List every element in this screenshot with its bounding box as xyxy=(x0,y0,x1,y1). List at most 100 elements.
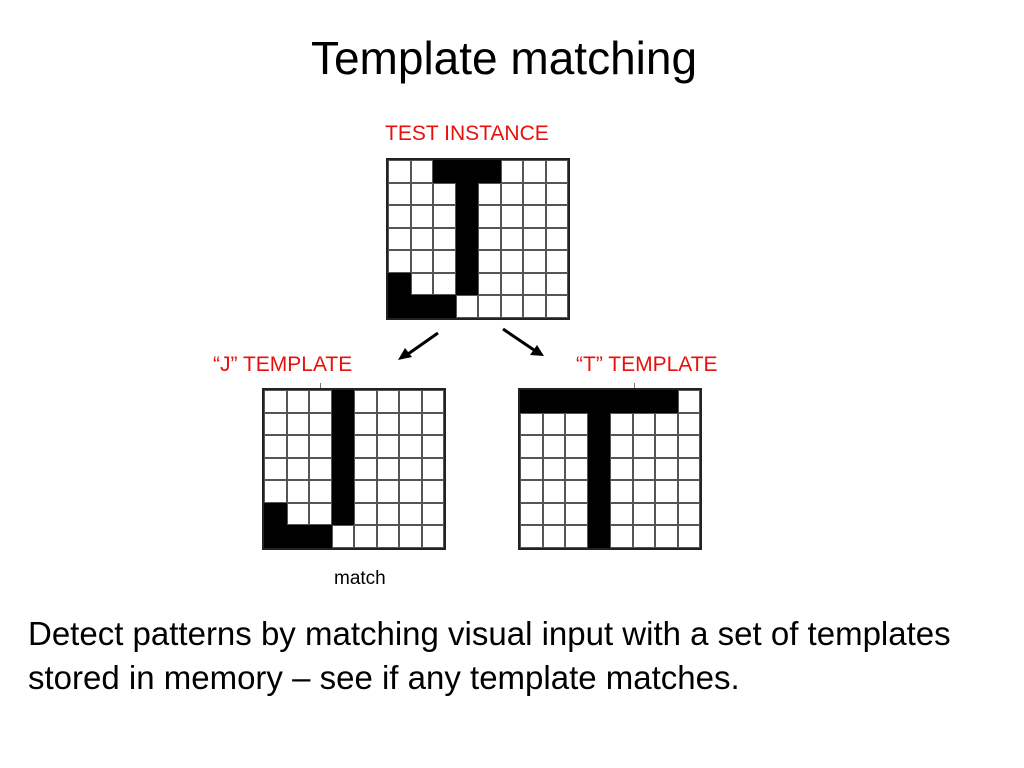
filled-cell xyxy=(587,457,610,481)
empty-cell xyxy=(632,412,655,436)
empty-cell xyxy=(478,250,501,273)
empty-cell xyxy=(433,227,456,251)
empty-cell xyxy=(478,227,501,251)
empty-cell xyxy=(500,295,523,318)
empty-cell xyxy=(388,182,411,206)
empty-cell xyxy=(376,480,399,503)
empty-cell xyxy=(421,480,444,503)
empty-cell xyxy=(478,295,501,318)
empty-cell xyxy=(677,435,700,458)
filled-cell xyxy=(587,480,610,503)
filled-cell xyxy=(331,435,354,458)
filled-cell xyxy=(655,390,678,413)
empty-cell xyxy=(399,525,422,548)
empty-cell xyxy=(376,502,399,526)
j-template-grid xyxy=(262,388,446,550)
empty-cell xyxy=(354,390,377,413)
filled-cell xyxy=(455,205,478,228)
filled-cell xyxy=(410,295,433,318)
empty-cell xyxy=(610,502,633,526)
empty-cell xyxy=(410,205,433,228)
empty-cell xyxy=(433,182,456,206)
test-instance-grid xyxy=(386,158,570,320)
empty-cell xyxy=(399,502,422,526)
t-template-tick xyxy=(634,383,635,388)
empty-cell xyxy=(520,435,543,458)
filled-cell xyxy=(478,160,501,183)
empty-cell xyxy=(677,412,700,436)
empty-cell xyxy=(565,435,588,458)
empty-cell xyxy=(309,435,332,458)
arrow-to-j-template xyxy=(407,331,439,356)
body-text: Detect patterns by matching visual input… xyxy=(28,615,951,696)
empty-cell xyxy=(478,272,501,296)
empty-cell xyxy=(309,457,332,481)
empty-cell xyxy=(399,435,422,458)
filled-cell xyxy=(433,160,456,183)
empty-cell xyxy=(455,295,478,318)
empty-cell xyxy=(677,502,700,526)
filled-cell xyxy=(610,390,633,413)
empty-cell xyxy=(677,480,700,503)
filled-cell xyxy=(455,160,478,183)
empty-cell xyxy=(500,160,523,183)
empty-cell xyxy=(388,250,411,273)
filled-cell xyxy=(455,182,478,206)
filled-cell xyxy=(587,525,610,548)
empty-cell xyxy=(286,435,309,458)
empty-cell xyxy=(309,480,332,503)
filled-cell xyxy=(587,435,610,458)
filled-cell xyxy=(542,390,565,413)
empty-cell xyxy=(523,182,546,206)
empty-cell xyxy=(610,480,633,503)
empty-cell xyxy=(632,525,655,548)
filled-cell xyxy=(331,412,354,436)
empty-cell xyxy=(399,412,422,436)
j-template-tick xyxy=(320,383,321,388)
arrowhead-j xyxy=(398,348,412,360)
filled-cell xyxy=(388,295,411,318)
empty-cell xyxy=(264,480,287,503)
empty-cell xyxy=(354,502,377,526)
test-instance-label: TEST INSTANCE xyxy=(385,122,549,145)
empty-cell xyxy=(520,480,543,503)
empty-cell xyxy=(523,205,546,228)
filled-cell xyxy=(632,390,655,413)
empty-cell xyxy=(545,205,568,228)
filled-cell xyxy=(455,227,478,251)
empty-cell xyxy=(286,480,309,503)
empty-cell xyxy=(565,412,588,436)
empty-cell xyxy=(376,435,399,458)
empty-cell xyxy=(655,435,678,458)
empty-cell xyxy=(421,390,444,413)
slide-title: Template matching xyxy=(310,32,698,84)
empty-cell xyxy=(478,182,501,206)
empty-cell xyxy=(655,502,678,526)
empty-cell xyxy=(354,412,377,436)
empty-cell xyxy=(421,412,444,436)
empty-cell xyxy=(410,227,433,251)
empty-cell xyxy=(421,457,444,481)
match-label: match xyxy=(334,568,386,589)
empty-cell xyxy=(376,390,399,413)
empty-cell xyxy=(433,205,456,228)
empty-cell xyxy=(410,160,433,183)
empty-cell xyxy=(523,272,546,296)
filled-cell xyxy=(331,502,354,526)
empty-cell xyxy=(354,525,377,548)
empty-cell xyxy=(500,227,523,251)
empty-cell xyxy=(500,272,523,296)
empty-cell xyxy=(542,525,565,548)
empty-cell xyxy=(655,457,678,481)
empty-cell xyxy=(545,160,568,183)
empty-cell xyxy=(399,457,422,481)
t-template-label: “T” TEMPLATE xyxy=(576,353,718,376)
empty-cell xyxy=(542,435,565,458)
empty-cell xyxy=(354,480,377,503)
empty-cell xyxy=(478,205,501,228)
t-template-grid xyxy=(518,388,702,550)
empty-cell xyxy=(523,227,546,251)
empty-cell xyxy=(520,502,543,526)
empty-cell xyxy=(410,182,433,206)
empty-cell xyxy=(309,412,332,436)
